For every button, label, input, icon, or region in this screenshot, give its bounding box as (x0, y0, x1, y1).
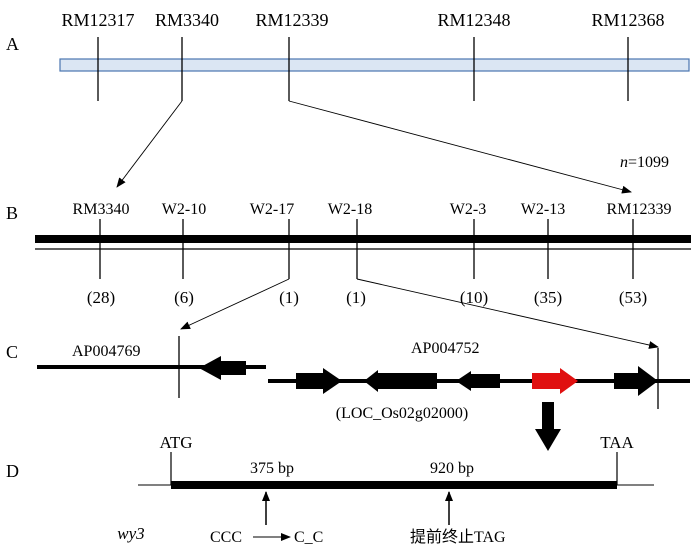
marker-a-rm12368: RM12368 (591, 10, 664, 30)
bac-right-label: AP004752 (411, 340, 479, 357)
cds-bar (171, 481, 617, 489)
zoom-arrow-left (116, 100, 183, 188)
gene-arrow-2 (296, 368, 342, 394)
marker-a-rm12339: RM12339 (255, 10, 328, 30)
gene-arrow-1 (199, 356, 246, 380)
panel-a: RM12317 RM3340 RM12339 RM12348 RM12368 (59, 10, 690, 194)
panel-b: n=1099 RM3340 W2-10 W2-17 W2-18 W2-3 W2-… (35, 154, 691, 349)
pos-375-label: 375 bp (250, 460, 294, 477)
marker-b-w2-17: W2-17 (250, 201, 294, 218)
panel-label-d: D (6, 461, 19, 481)
panel-label-a: A (6, 34, 19, 54)
mut2-label: 提前终止TAG (410, 528, 506, 546)
gene-id-label: (LOC_Os02g02000) (336, 405, 468, 422)
pos-920-label: 920 bp (430, 460, 474, 477)
n-label: n=1099 (620, 154, 669, 171)
recomb-w2-10: (6) (174, 288, 194, 307)
zoom-arrow-right (288, 100, 632, 194)
panel-label-b: B (6, 203, 18, 223)
recomb-w2-13: (35) (534, 288, 562, 307)
down-arrow (535, 402, 561, 451)
zoom-arrow-c-right (356, 278, 659, 349)
bac-left-label: AP004769 (72, 343, 140, 360)
candidate-gene-arrow (532, 368, 578, 394)
recomb-w2-18: (1) (346, 288, 366, 307)
marker-a-rm12317: RM12317 (61, 10, 134, 30)
marker-a-rm3340: RM3340 (155, 10, 219, 30)
panel-c: AP004769 AP004752 (LOC_Os02g02000) (37, 336, 690, 451)
mut1-to: C_C (294, 529, 323, 546)
recomb-rm12339: (53) (619, 288, 647, 307)
panel-d: ATG TAA 375 bp 920 bp wy3 CCC C_C 提前终止TA… (117, 433, 654, 546)
gene-arrow-4 (456, 371, 500, 391)
mutant-label: wy3 (117, 524, 144, 543)
marker-a-rm12348: RM12348 (437, 10, 510, 30)
marker-b-w2-10: W2-10 (162, 201, 206, 218)
marker-b-w2-3: W2-3 (450, 201, 486, 218)
recomb-w2-3: (10) (460, 288, 488, 307)
marker-b-w2-13: W2-13 (521, 201, 565, 218)
mut1-from: CCC (210, 529, 242, 546)
recomb-rm3340: (28) (87, 288, 115, 307)
marker-b-rm12339: RM12339 (607, 201, 672, 218)
gene-arrow-6 (614, 366, 658, 396)
marker-b-rm3340: RM3340 (73, 201, 130, 218)
fine-map-bar (35, 235, 691, 243)
chromosome-bar (59, 58, 690, 72)
stop-codon-label: TAA (600, 433, 634, 452)
marker-b-w2-18: W2-18 (328, 201, 372, 218)
recomb-w2-17: (1) (279, 288, 299, 307)
zoom-arrow-c-left (180, 278, 290, 330)
panel-label-c: C (6, 342, 18, 362)
gene-arrow-3 (364, 370, 437, 392)
start-codon-label: ATG (159, 433, 192, 452)
